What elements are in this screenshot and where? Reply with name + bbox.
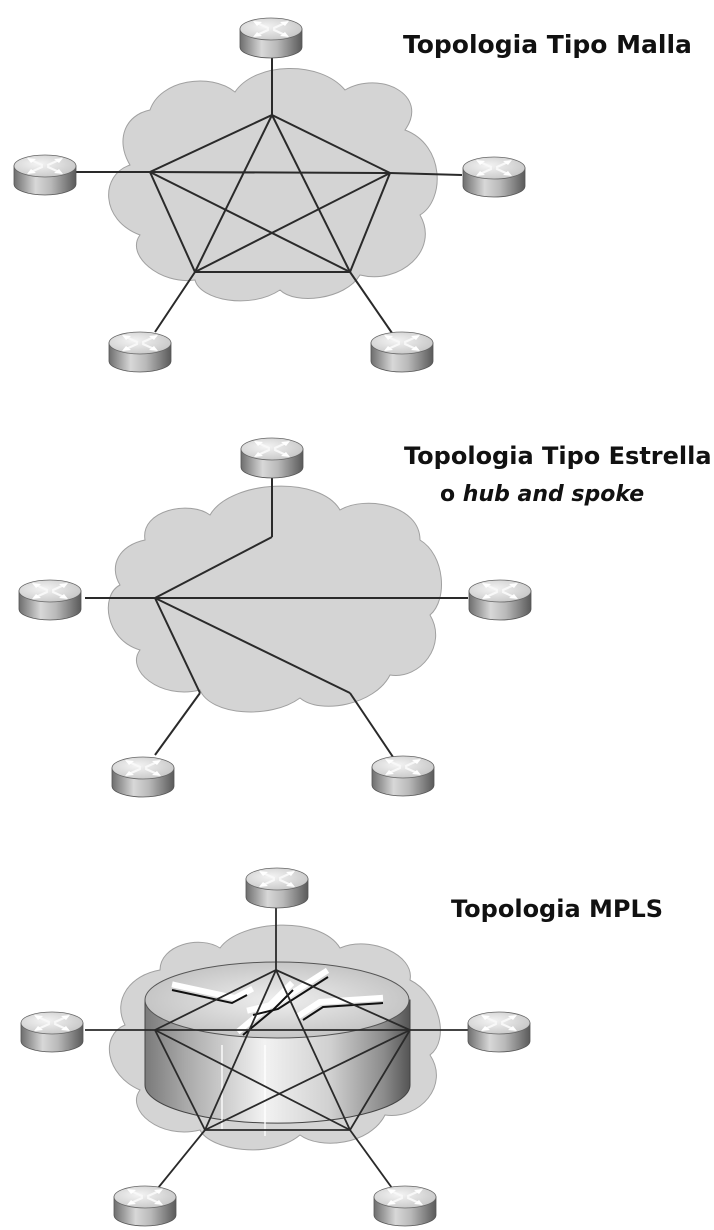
router-icon — [466, 1010, 532, 1054]
router-icon — [461, 155, 527, 199]
router-icon — [17, 578, 83, 622]
router-icon — [12, 153, 78, 197]
star-topology-subtitle-prefix: o — [440, 482, 463, 507]
router-icon — [467, 578, 533, 622]
mpls-diagram — [19, 866, 532, 1228]
star-topology-subtitle: o hub and spoke — [440, 482, 644, 507]
router-icon — [19, 1010, 85, 1054]
star-diagram — [17, 436, 533, 799]
router-icon — [112, 1184, 178, 1228]
router-icon — [372, 1184, 438, 1228]
mpls-links — [85, 905, 468, 1189]
router-icon — [107, 330, 173, 374]
mesh-links — [70, 50, 463, 334]
mesh-topology-title: Topologia Tipo Malla — [403, 30, 692, 59]
router-icon — [244, 866, 310, 910]
star-cloud — [107, 485, 442, 713]
router-icon — [238, 16, 304, 60]
router-icon — [370, 754, 436, 798]
router-icon — [239, 436, 305, 480]
mesh-diagram — [12, 16, 527, 374]
router-icon — [369, 330, 435, 374]
router-icon — [110, 755, 176, 799]
star-topology-title: Topologia Tipo Estrella — [404, 442, 712, 470]
star-topology-subtitle-emphasis: hub and spoke — [462, 482, 645, 507]
mesh-cloud — [108, 68, 438, 302]
star-links — [85, 478, 468, 758]
mpls-topology-title: Topologia MPLS — [451, 895, 664, 923]
